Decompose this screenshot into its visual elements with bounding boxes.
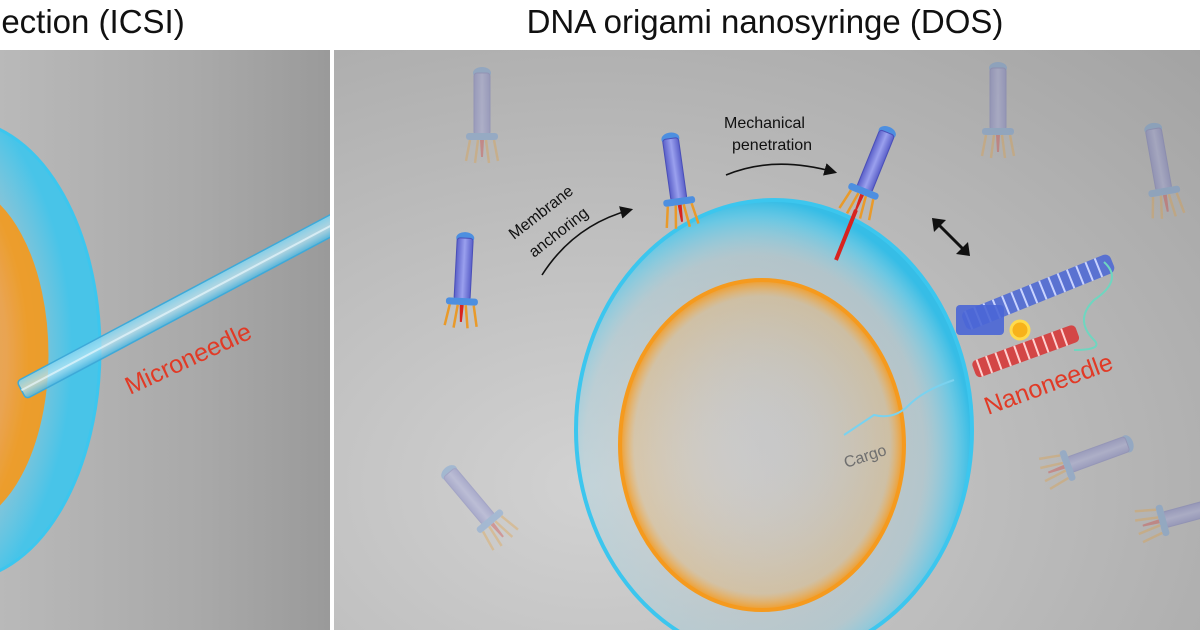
background-syringe bbox=[980, 60, 1016, 160]
dna-origami-base-blue bbox=[956, 305, 1004, 335]
dos-scene: Membrane anchoring Mechanical penetratio… bbox=[431, 60, 1200, 630]
membrane-anchoring-arrow bbox=[541, 206, 634, 276]
background-syringe bbox=[431, 456, 521, 553]
icsi-panel: Microneedle bbox=[0, 50, 330, 630]
dos-panel: Membrane anchoring Mechanical penetratio… bbox=[334, 50, 1200, 630]
cargo-particle bbox=[1009, 319, 1031, 341]
mechanical-penetration-arrow bbox=[725, 163, 838, 176]
mechanical-penetration-label-line2: penetration bbox=[732, 137, 812, 154]
penetrating-nanosyringe bbox=[834, 119, 906, 261]
double-arrow-icon bbox=[932, 218, 970, 256]
cell-nucleus bbox=[618, 278, 906, 612]
background-syringe bbox=[1131, 485, 1200, 544]
microneedle-pipette bbox=[17, 203, 330, 399]
background-syringe bbox=[1035, 425, 1140, 491]
dna-origami-bundle-red bbox=[972, 325, 1080, 378]
background-syringe bbox=[464, 65, 500, 165]
right-panel-title: DNA origami nanosyringe (DOS) bbox=[526, 3, 1004, 40]
background-syringe bbox=[1135, 119, 1186, 222]
linker-strand bbox=[1073, 261, 1113, 351]
oocyte-cytoplasm bbox=[0, 204, 49, 506]
mechanical-penetration-label-line1: Mechanical bbox=[724, 115, 805, 132]
free-nanosyringe bbox=[443, 230, 483, 331]
cargo-strand bbox=[843, 379, 955, 436]
anchored-nanosyringe bbox=[652, 129, 700, 232]
left-panel-title: jection (ICSI) bbox=[0, 3, 185, 40]
icsi-scene: Microneedle bbox=[0, 127, 330, 573]
